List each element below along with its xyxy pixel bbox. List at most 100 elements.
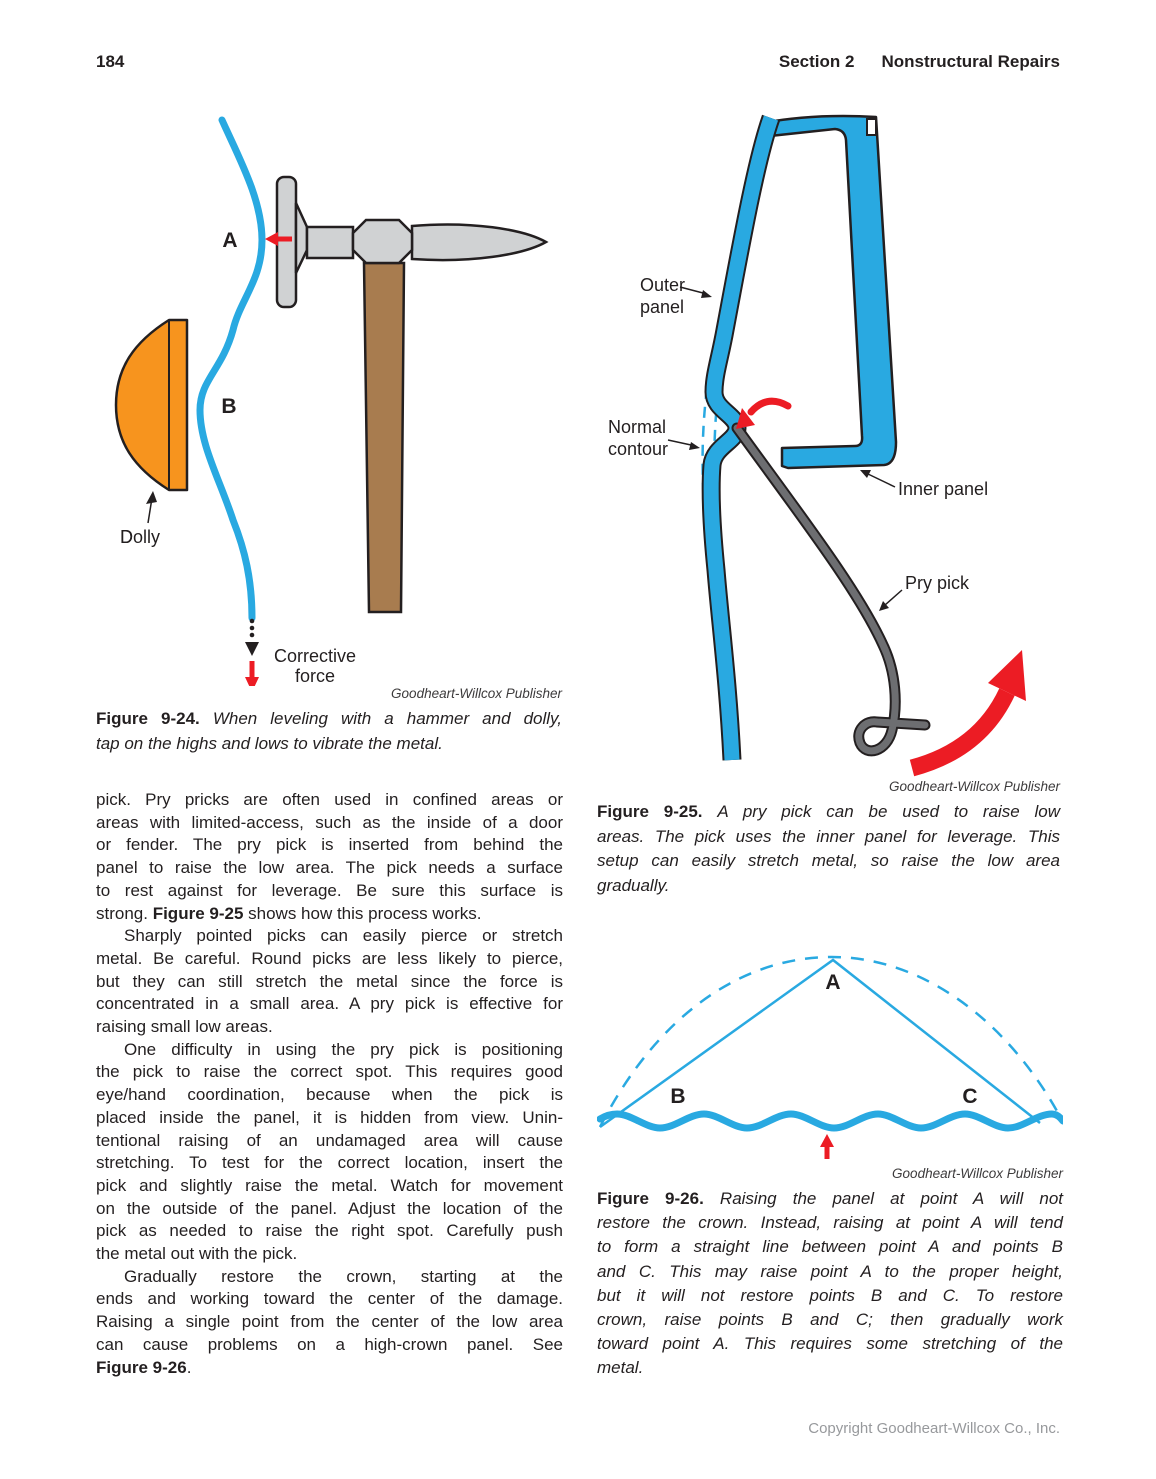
paragraph: Gradually restore the crown, starting at… — [96, 1266, 563, 1380]
figure-9-25-credit: Goodheart-Willcox Publisher — [889, 779, 1060, 794]
header-title: Nonstructural Repairs — [881, 52, 1060, 71]
text-line: toward point A. This requires some stret… — [597, 1334, 1063, 1354]
text-line: areas. The pick uses the inner panel for… — [597, 826, 1060, 846]
hammer-handle — [362, 261, 406, 614]
text-line: Figure 9-25. A pry pick can be used to r… — [597, 802, 1061, 821]
vibration-dot — [249, 625, 255, 631]
text-line: to rest against for leverage. Be sure th… — [96, 880, 563, 900]
hammer-pick-end — [410, 223, 549, 262]
figure-9-25: Outer panel Normal contour Inner panel P… — [597, 100, 1060, 898]
text-line: One difficulty in using the pry pick is … — [124, 1039, 563, 1059]
text-line: Gradually restore the crown, starting at… — [124, 1266, 563, 1286]
text-line: strong. Figure 9-25 shows how this proce… — [96, 903, 482, 923]
text-line: Figure 9-26. — [96, 1357, 192, 1377]
raised-straight-lines — [599, 958, 1041, 1129]
figure-9-26: A B C Goodheart-Willcox Publisher Figure… — [597, 940, 1063, 1381]
text-line: the pick to raise the correct spot. This… — [96, 1062, 563, 1082]
label-dolly-text: Dolly — [120, 527, 160, 547]
text-line: gradually. — [597, 875, 670, 895]
text-line: on the outside of the panel. Adjust the … — [96, 1198, 563, 1218]
text-line: areas with limited-access, such as the i… — [96, 812, 563, 832]
label-force: force — [295, 666, 335, 686]
paragraph: Figure 9-24. When leveling with a hammer… — [96, 707, 562, 756]
label-corrective: Corrective — [274, 646, 356, 666]
figure-9-24-caption: Figure 9-24. When leveling with a hammer… — [96, 707, 562, 756]
normal-contour-callout-line — [667, 439, 692, 446]
figure-9-24-diagram: A B D Dolly Corrective force — [114, 116, 549, 686]
lever-force-arrow — [909, 688, 1015, 777]
text-line: Sharply pointed picks can easily pierce … — [124, 926, 563, 946]
label-point-b: B — [221, 395, 236, 418]
text-line: to form a straight line between point A … — [597, 1237, 1063, 1257]
text-line: eye/hand coordination, because when the … — [96, 1085, 563, 1105]
text-line: pick as needed to raise the right spot. … — [96, 1221, 563, 1241]
hammer-face — [275, 175, 298, 309]
text-line: placed inside the panel, it is hidden fr… — [96, 1107, 563, 1127]
label-point-b: B — [670, 1085, 685, 1108]
pry-direction-arrow — [747, 397, 792, 416]
text-line: can cause problems on a high-crown panel… — [96, 1334, 563, 1354]
damaged-panel-wavy-line — [597, 1110, 1063, 1132]
figure-9-24-credit: Goodheart-Willcox Publisher — [391, 686, 562, 701]
text-line: crown, raise points B and C; then gradua… — [597, 1310, 1063, 1330]
paragraph: Figure 9-26. Raising the panel at point … — [597, 1187, 1063, 1381]
text-line: and C. This may raise point A to the pro… — [597, 1261, 1063, 1281]
text-line: tap on the highs and lows to vibrate the… — [96, 733, 443, 753]
text-line: the metal out with the pick. — [96, 1244, 298, 1264]
text-line: but they can still stretch the metal sin… — [96, 971, 563, 991]
copyright-footer: Copyright Goodheart-Willcox Co., Inc. — [808, 1420, 1060, 1437]
hammer-head-block — [351, 218, 414, 265]
paragraph: pick. Pry pricks are often used in confi… — [96, 789, 563, 925]
running-header: Section 2 Nonstructural Repairs — [597, 52, 1060, 72]
panel-top-notch — [866, 118, 877, 136]
raise-arrowhead — [820, 1134, 834, 1147]
paragraph: Sharply pointed picks can easily pierce … — [96, 925, 563, 1039]
hammer-neck — [305, 225, 355, 260]
text-line: pick and slightly raise the metal. Watch… — [96, 1175, 563, 1195]
outer-panel-callout-line — [679, 286, 704, 294]
pry-pick-callout-arrowhead — [879, 601, 889, 611]
text-line: Figure 9-26. Raising the panel at point … — [597, 1189, 1063, 1208]
text-line: Figure 9-24. When leveling with a hammer… — [96, 709, 563, 728]
figure-9-26-caption: Figure 9-26. Raising the panel at point … — [597, 1187, 1063, 1381]
dolly-shape — [114, 318, 189, 492]
label-outer-panel-2: panel — [640, 297, 684, 317]
pry-direction-arrowhead — [736, 408, 755, 429]
hammer-cone — [294, 202, 309, 274]
inner-panel-callout-line — [867, 473, 896, 488]
page-number: 184 — [96, 52, 125, 71]
text-line: concentrated in a small area. A pry pick… — [96, 994, 563, 1014]
outer-panel-callout-arrowhead — [701, 290, 712, 298]
header-section: Section 2 — [778, 52, 855, 71]
panel-contour-line — [196, 116, 266, 622]
text-line: stretching. To test for the correct loca… — [96, 1153, 563, 1173]
text-line: Raising a single point from the center o… — [96, 1312, 563, 1332]
label-normal-contour-1: Normal — [608, 417, 666, 437]
label-point-a: A — [222, 229, 237, 252]
label-point-c: C — [962, 1085, 977, 1108]
label-point-a: A — [825, 971, 840, 994]
hammer-force-arrowhead — [265, 232, 278, 246]
text-line: restore the crown. Instead, raising at p… — [597, 1213, 1063, 1233]
text-line: but it will not restore points B and C. … — [597, 1285, 1063, 1305]
text-line: tentional raising of an undamaged area w… — [96, 1130, 563, 1150]
inner-panel-callout-arrowhead — [860, 470, 871, 478]
text-line: setup can easily stretch metal, so raise… — [597, 851, 1060, 870]
paragraph: One difficulty in using the pry pick is … — [96, 1039, 563, 1266]
text-line: metal. Be careful. Round picks are less … — [96, 948, 563, 968]
text-line: metal. — [597, 1358, 644, 1378]
text-line: ends and working toward the center of th… — [96, 1289, 563, 1309]
text-line: raising small low areas. — [96, 1017, 273, 1037]
label-outer-panel-1: Outer — [640, 275, 685, 295]
figure-9-26-diagram: A B C — [597, 955, 1063, 1159]
text-line: pick. Pry pricks are often used in confi… — [96, 790, 563, 809]
figure-9-26-credit: Goodheart-Willcox Publisher — [892, 1166, 1063, 1181]
inner-panel-shape — [761, 114, 898, 470]
text-line: panel to raise the low area. The pick ne… — [96, 858, 563, 878]
lever-force-arrowhead — [988, 650, 1026, 701]
pry-pick-callout-line — [884, 589, 903, 606]
paragraph: Figure 9-25. A pry pick can be used to r… — [597, 800, 1060, 898]
figure-9-24: A B D Dolly Corrective force Goodheart-W… — [96, 100, 562, 756]
label-inner-panel: Inner panel — [898, 479, 988, 499]
